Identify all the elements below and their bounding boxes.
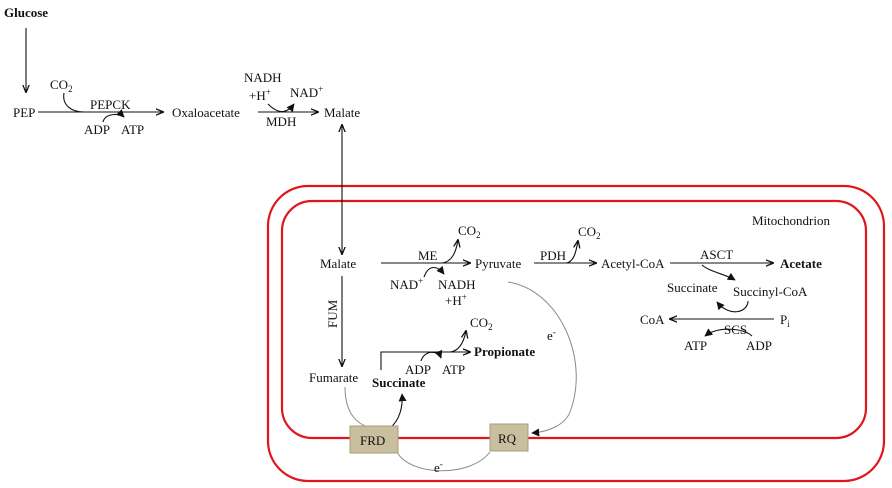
nadh-mdh-label: NADH [244, 70, 282, 85]
nadh-me-label: NADH [438, 277, 476, 292]
adp-scs-label: ADP [746, 338, 772, 353]
pepck-label: PEPCK [90, 97, 131, 112]
frd-to-succinate-curve [389, 393, 407, 429]
adp-pepck-label: ADP [84, 122, 110, 137]
svg-text:e-: e- [434, 459, 443, 475]
svg-text:Pi: Pi [780, 312, 790, 329]
succinate-to-succinylcoa-curve [701, 264, 736, 281]
svg-text:NAD+: NAD+ [390, 276, 423, 292]
co2-propionate-label: CO2 [470, 315, 493, 332]
pi-label: Pi [780, 312, 790, 329]
succinate-main-label: Succinate [372, 375, 426, 390]
svg-text:+H+: +H+ [445, 292, 467, 308]
oxaloacetate-label: Oxaloacetate [172, 105, 240, 120]
mitochondrion-label: Mitochondrion [752, 213, 830, 228]
co2-pepck-label: CO2 [50, 77, 73, 94]
adp-to-atp-scs-curve [704, 328, 753, 337]
svg-text:NAD+: NAD+ [290, 84, 323, 100]
succinyl-coa-label: Succinyl-CoA [733, 284, 808, 299]
succinate-scs-label: Succinate [667, 280, 718, 295]
nad-plus-me-label: NAD+ [390, 276, 423, 292]
malate-cytosol-label: Malate [324, 105, 360, 120]
asct-label: ASCT [700, 247, 733, 262]
pep-label: PEP [13, 105, 35, 120]
svg-text:CO2: CO2 [578, 224, 601, 241]
acetyl-coa-label: Acetyl-CoA [601, 256, 665, 271]
glucose-label: Glucose [4, 5, 48, 20]
rq-to-frd-electron-curve [396, 451, 491, 472]
adp-propionate-label: ADP [405, 362, 431, 377]
acetate-label: Acetate [780, 256, 822, 271]
succinylcoa-to-succinate-curve [716, 300, 749, 313]
svg-text:CO2: CO2 [458, 223, 481, 240]
nadh-nad-curve [267, 103, 295, 113]
nadh-electron-curve [507, 281, 577, 437]
me-label: ME [418, 248, 438, 263]
me-co2-release-curve [441, 240, 458, 264]
co2-uptake-curve [63, 92, 85, 113]
nad-nadh-curve [423, 265, 445, 278]
fum-label: FUM [325, 299, 340, 328]
frd-label: FRD [360, 433, 385, 448]
svg-text:CO2: CO2 [50, 77, 73, 94]
h-plus-mdh-label: +H+ [249, 87, 271, 103]
nad-plus-mdh-label: NAD+ [290, 84, 323, 100]
frd-complex: FRD [349, 425, 399, 454]
pdh-co2-release-curve [565, 241, 578, 264]
mdh-label: MDH [266, 114, 296, 129]
atp-scs-label: ATP [684, 338, 707, 353]
pdh-label: PDH [540, 248, 566, 263]
fumarate-label: Fumarate [309, 370, 358, 385]
adp-atp-curve [102, 109, 125, 123]
svg-text:CO2: CO2 [470, 315, 493, 332]
adp-atp-propionate-curve [420, 349, 443, 362]
rq-label: RQ [498, 431, 517, 446]
rq-complex: RQ [489, 423, 529, 452]
pyruvate-label: Pyruvate [475, 256, 521, 271]
atp-pepck-label: ATP [121, 122, 144, 137]
fumarate-to-frd-curve [344, 386, 371, 429]
atp-propionate-label: ATP [442, 362, 465, 377]
electron-bottom-label: e- [434, 459, 443, 475]
electron-rq-label: e- [547, 327, 556, 343]
co2-me-label: CO2 [458, 223, 481, 240]
propionate-co2-release-curve [449, 331, 466, 353]
coa-label: CoA [640, 312, 665, 327]
outer-mitochondrial-membrane [266, 184, 886, 483]
svg-text:+H+: +H+ [249, 87, 271, 103]
malate-mito-label: Malate [320, 256, 356, 271]
svg-text:e-: e- [547, 327, 556, 343]
inner-mitochondrial-membrane [280, 199, 868, 440]
co2-pdh-label: CO2 [578, 224, 601, 241]
h-plus-me-label: +H+ [445, 292, 467, 308]
propionate-label: Propionate [474, 344, 535, 359]
